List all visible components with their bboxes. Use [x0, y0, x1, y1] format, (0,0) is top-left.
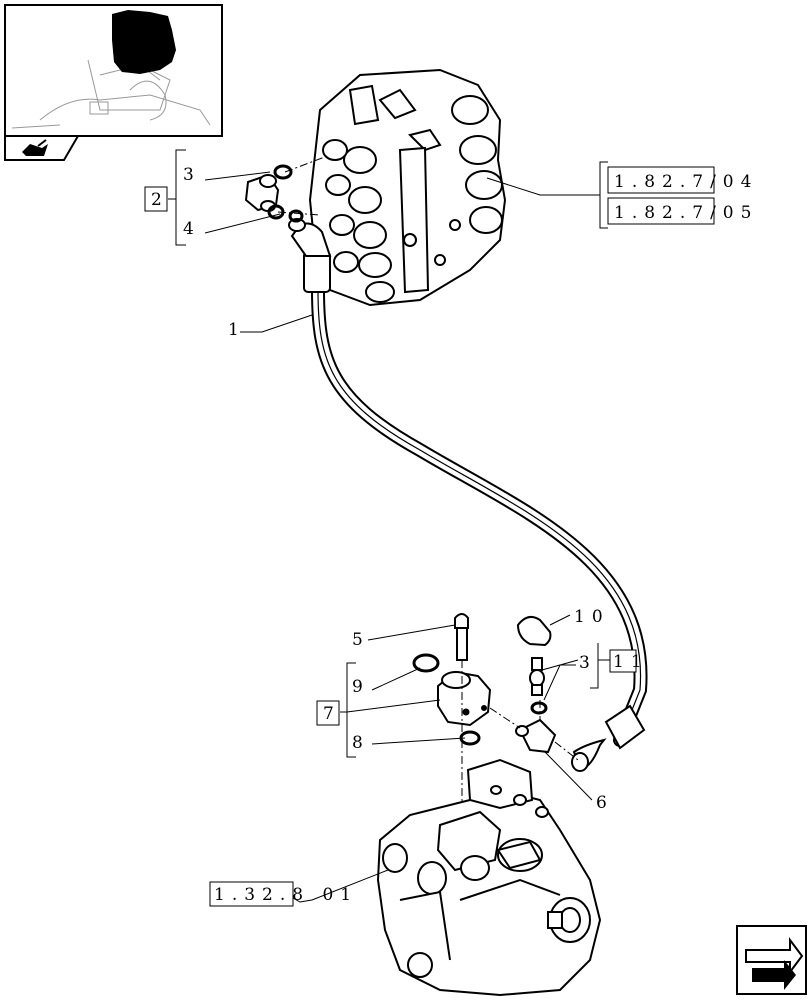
callout-2: 2: [144, 186, 169, 212]
valve-reference-2-text: 1.82.7/05: [614, 203, 758, 223]
control-valve-block: [308, 68, 507, 307]
callout-group-2: [168, 149, 281, 246]
callout-10-leader: [549, 614, 571, 626]
callout-group-7: [340, 662, 466, 758]
top-bracket-ring: [288, 209, 304, 223]
bolt-5: [454, 613, 469, 661]
callout-3-top: 3: [183, 165, 201, 185]
valve-reference-1[interactable]: 1.82.7/04: [607, 166, 758, 194]
callout-5: 5: [352, 630, 370, 650]
valve-reference-bracket: [486, 161, 608, 229]
pump-reference[interactable]: 1.32.8 01: [209, 869, 389, 907]
pump-reference-text: 1.32.8 01: [214, 885, 358, 905]
valve-reference-2[interactable]: 1.82.7/05: [607, 197, 758, 225]
hydraulic-pump: [376, 758, 602, 997]
callout-7-text: 7: [323, 704, 341, 724]
callout-8: 8: [352, 733, 370, 753]
callout-5-leader: [367, 624, 456, 641]
callout-6: 6: [596, 793, 614, 813]
valve-reference-1-text: 1.82.7/04: [614, 172, 758, 192]
tee-fitting-6: [515, 718, 557, 754]
callout-11: 11: [609, 649, 649, 673]
test-fitting: [529, 657, 545, 696]
flange-block-7: [437, 670, 492, 727]
hydraulic-hose: [288, 218, 648, 772]
callout-7: 7: [316, 700, 341, 726]
next-page-arrow-icon[interactable]: [736, 925, 807, 995]
o-ring-3-bottom: [530, 701, 548, 715]
o-ring-9: [412, 653, 440, 673]
callout-3-bottom: 3: [579, 653, 597, 673]
previous-page-arrow-icon[interactable]: [4, 135, 80, 161]
top-o-ring-3: [273, 164, 293, 180]
callout-1: 1: [228, 320, 246, 340]
callout-10: 10: [574, 607, 610, 627]
cap-10: [516, 615, 552, 647]
top-elbow-fitting: [244, 173, 280, 212]
callout-group-11: [541, 643, 610, 701]
callout-2-text: 2: [151, 190, 169, 210]
callout-11-text: 11: [613, 652, 649, 672]
location-thumbnail[interactable]: [4, 4, 223, 137]
callout-6-leader: [544, 751, 593, 801]
top-assembly-lines: [277, 154, 331, 216]
callout-9: 9: [352, 677, 370, 697]
callout-1-leader: [240, 314, 313, 333]
callout-4: 4: [183, 219, 201, 239]
